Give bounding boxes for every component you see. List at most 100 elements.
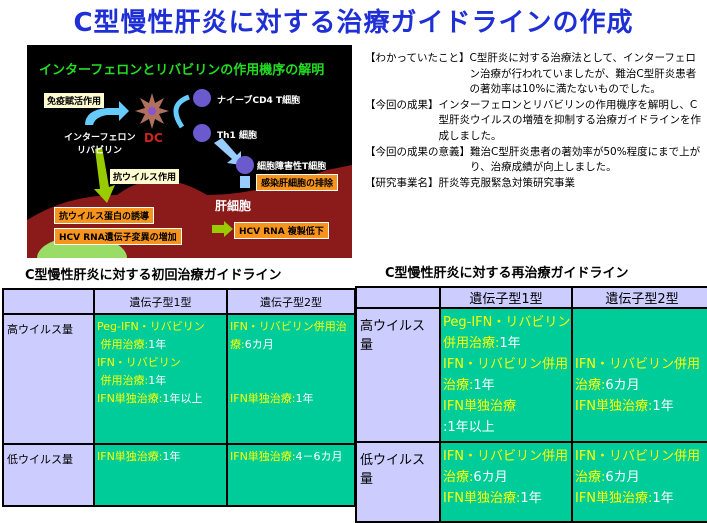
arrow-th1-ctl [214, 138, 241, 165]
summary-key: 【今回の成果】 [365, 98, 439, 111]
treatment-label: IFN単独治療: [230, 450, 296, 463]
dc-label: DC [144, 131, 163, 145]
cell-line: ​治療:6カ月 [575, 375, 707, 396]
summary-known: 【わかっていたこと】C型肝炎に対する治療法として、インターフェロン治療が行われて… [365, 51, 705, 98]
naive-cell-icon [193, 89, 211, 107]
liver-label: 肝細胞 [215, 199, 252, 213]
treatment-label: IFN単独治療: [575, 399, 653, 414]
cell-line: ​IFN単独治療:1年 [230, 390, 352, 408]
treatment-label: 併用治療: [97, 338, 149, 351]
cell-line: ​IFN・リバビリン併用 [443, 446, 569, 467]
arrow-to-dc [85, 101, 129, 125]
treatment-label: IFN・リバビリン併用 [443, 449, 569, 464]
cell-line: ​ [230, 354, 352, 372]
treatment-duration: 4－6カ月 [295, 450, 343, 463]
summary-key: 【わかっていたこと】 [365, 52, 470, 64]
treatment-label: Peg-IFN・リバビリン [443, 315, 571, 330]
cell-line: ​IFN単独治療:1年 [97, 448, 224, 466]
treatment-label: 併用治療: [97, 374, 149, 387]
treatment-label: IFN・リバビリン併用 [443, 357, 569, 372]
treatment-duration: :1年以上 [443, 420, 495, 435]
header-genotype1: 遺伝子型1型 [93, 288, 228, 315]
cell-line: ​治療:1年 [443, 375, 569, 396]
row-high-viral: 高ウイルス量 [355, 307, 441, 443]
treatment-label: IFN・リバビリン併用治 [230, 320, 347, 333]
drug-interferon: インターフェロン [64, 133, 136, 143]
treatment-label: IFN単独治療: [443, 491, 521, 506]
summary-significance: 【今回の成果の意義】難治C型肝炎患者の著効率が50%程度にまで上がり、治療成績が… [365, 145, 705, 176]
treatment-label: IFN単独治療 [443, 399, 517, 414]
row-low-viral: 低ウイルス量 [355, 441, 441, 523]
ctl-cell-icon [236, 156, 254, 174]
cell-line: ​治療:6カ月 [575, 467, 707, 488]
treatment-label: 療: [230, 338, 245, 351]
summary-text: C型肝炎に対する治療法として、インターフェロン治療が行われていましたが、難治C型… [469, 52, 697, 96]
treatment-label: Peg-IFN・リバビリン [97, 320, 205, 333]
cell-line: ​IFN・リバビリン併用治 [230, 318, 352, 336]
treatment-label: IFN・リバビリン [97, 356, 181, 369]
cell-line: ​IFN・リバビリン併用 [575, 446, 707, 467]
cell-line: ​IFN単独治療:1年 [575, 396, 707, 417]
cell-high-g2: ​IFN・リバビリン併用治​療:6カ月​​​IFN単独治療:1年 [226, 313, 356, 445]
treatment-duration: 6カ月 [605, 470, 640, 485]
summary-text: インターフェロンとリバビリンの作用機序を解明し、C型肝炎ウイルスの増殖を抑制する… [438, 98, 702, 142]
treatment-label: IFN単独治療: [97, 450, 163, 463]
cell-line: ​ 併用治療:1年 [97, 336, 224, 354]
cell-line: ​Peg-IFN・リバビリン [443, 312, 571, 333]
summary-text: 難治C型肝炎患者の著効率が50%程度にまで上がり、治療成績が向上しました。 [470, 145, 701, 174]
treatment-label: IFN単独治療: [230, 392, 296, 405]
treatment-duration: 1年 [162, 450, 181, 463]
treatment-label: IFN単独治療: [575, 491, 653, 506]
cell-line: ​IFN・リバビリン併用 [443, 354, 569, 375]
cell-line: ​ [575, 312, 707, 333]
cell-line: ​Peg-IFN・リバビリン [97, 318, 224, 336]
summary-text: 肝炎等克服緊急対策研究事業 [438, 176, 576, 189]
cell-line: ​IFN単独治療 [443, 396, 569, 417]
cell-line: ​IFN・リバビリン [97, 354, 224, 372]
treatment-duration: 1年 [499, 336, 521, 351]
diagram-title: インターフェロンとリバビリンの作用機序の解明 [39, 63, 325, 78]
treatment-duration: 1年以上 [162, 392, 203, 405]
drug-ribavirin: リバビリン [77, 146, 123, 156]
green-arrow-right [212, 221, 233, 237]
treatment-label: IFN・リバビリン併用 [575, 449, 701, 464]
treatment-duration: 1年 [520, 491, 542, 506]
treatment-duration: 6カ月 [605, 378, 640, 393]
summary-key: 【今回の成果の意義】 [365, 145, 470, 158]
cell-line: ​治療:6カ月 [443, 467, 569, 488]
mechanism-diagram: インターフェロンとリバビリンの作用機序の解明 免疫賦活作用 インターフェロン リ… [27, 45, 352, 258]
cell-line: ​IFN単独治療:1年 [575, 488, 707, 509]
treatment-duration: 1年 [473, 378, 495, 393]
cell-line: ​療:6カ月 [230, 336, 352, 354]
immune-label: 免疫賦活作用 [44, 93, 105, 108]
treatment-duration: 1年 [652, 491, 674, 506]
cell-line: ​:1年以上 [443, 417, 569, 438]
cell-high-g2: ​​​IFN・リバビリン併用​治療:6カ月​IFN単独治療:1年 [571, 307, 707, 443]
decrease-label: HCV RNA 複製低下 [234, 222, 329, 239]
naive-label: ナイーブCD4 T細胞 [217, 96, 301, 106]
treatment-duration: 6カ月 [244, 338, 274, 351]
cell-high-g1: ​Peg-IFN・リバビリン​ 併用治療:1年​IFN・リバビリン​ 併用治療:… [93, 313, 228, 445]
treatment-label: IFN・リバビリン併用 [575, 357, 701, 372]
treatment-duration: 1年 [295, 392, 314, 405]
cell-low-g1: ​IFN単独治療:1年 [93, 443, 228, 507]
protein-label: 抗ウイルス蛋白の誘導 [54, 207, 155, 224]
cell-low-g1: ​IFN・リバビリン併用​治療:6カ月​IFN単独治療:1年 [439, 441, 573, 523]
row-low-viral: 低ウイルス量 [2, 443, 95, 507]
retreat-caption: C型慢性肝炎に対する再治療ガイドライン [385, 266, 629, 281]
treatment-label: 併用治療: [443, 336, 500, 351]
elimination-label: 感染肝細胞の排除 [256, 174, 339, 191]
cell-low-g2: ​IFN単独治療:4－6カ月 [226, 443, 356, 507]
cell-line: ​ [230, 372, 352, 390]
cell-line: ​IFN単独治療:1年 [443, 488, 569, 509]
cell-high-g1: ​Peg-IFN・リバビリン​併用治療:1年​IFN・リバビリン併用​治療:1年… [439, 307, 573, 443]
summary: 【わかっていたこと】C型肝炎に対する治療法として、インターフェロン治療が行われて… [365, 51, 705, 191]
cell-line: ​IFN単独治療:1年以上 [97, 390, 224, 408]
treatment-duration: 1年 [148, 374, 167, 387]
row-high-viral: 高ウイルス量 [2, 313, 95, 445]
treatment-duration: 1年 [652, 399, 674, 414]
cell-line: ​ [575, 333, 707, 354]
header-genotype1: 遺伝子型1型 [439, 286, 573, 309]
treatment-label: 治療: [575, 378, 606, 393]
